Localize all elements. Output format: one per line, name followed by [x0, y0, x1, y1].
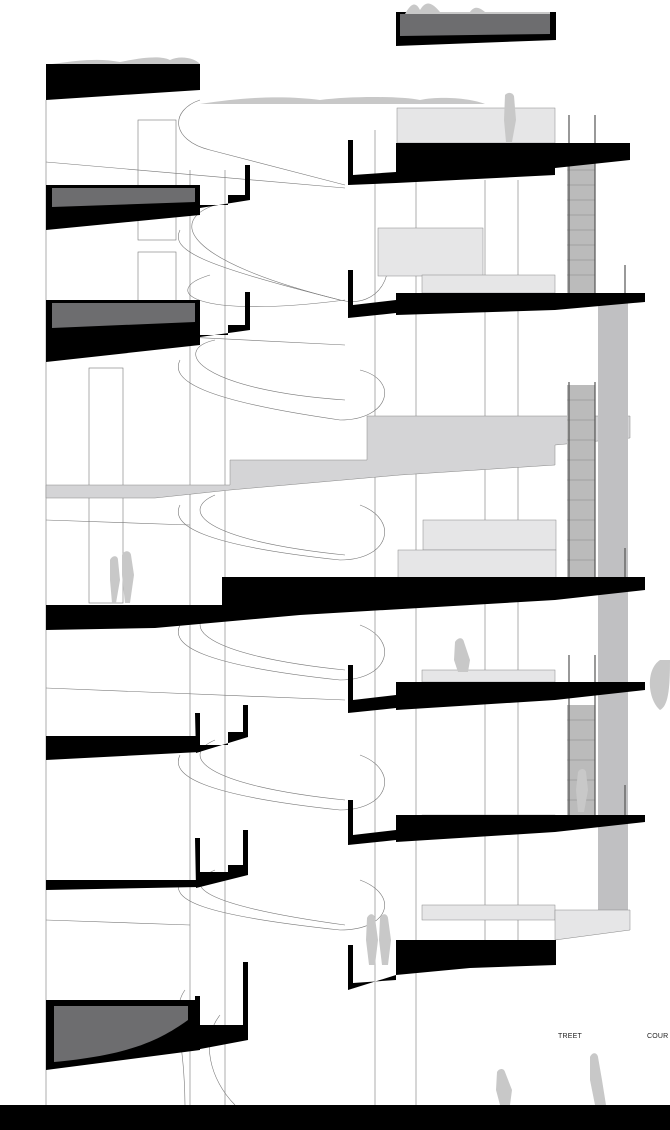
room-fills — [377, 107, 557, 921]
planter-fills — [52, 14, 550, 1062]
human-figures — [110, 92, 606, 1105]
vegetation — [52, 3, 670, 710]
ramp-slab — [45, 415, 631, 499]
ground-slab — [0, 1105, 670, 1130]
stair-core — [567, 115, 626, 815]
court-label: COUR — [647, 1033, 669, 1040]
street-label: TREET — [558, 1033, 582, 1040]
